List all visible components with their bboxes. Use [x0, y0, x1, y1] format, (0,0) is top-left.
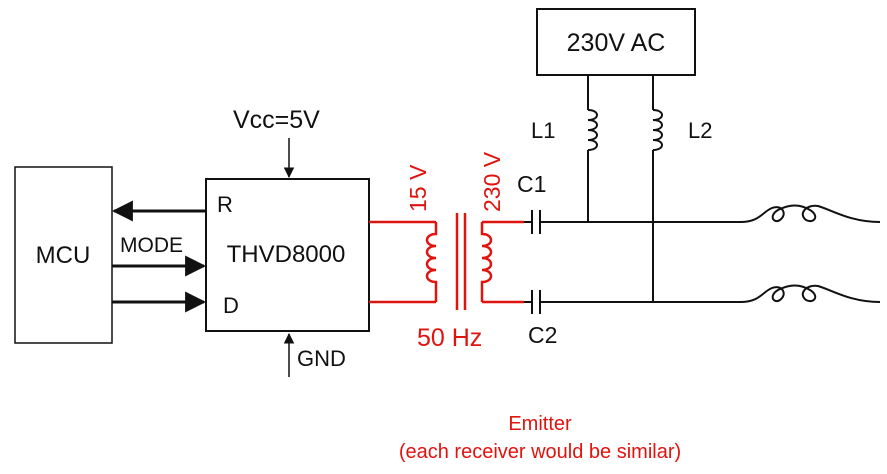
capacitor-c1: [524, 210, 740, 234]
mode-label: MODE: [120, 234, 183, 257]
power-line-lower: [739, 284, 881, 303]
inductor-l1: [587, 75, 598, 222]
inductor-l2: [652, 75, 663, 302]
pin-d-label: D: [223, 293, 239, 318]
pin-r-label: R: [217, 192, 233, 217]
capacitor-c1-label: C1: [517, 171, 546, 197]
frequency-label: 50 Hz: [417, 324, 482, 352]
ac-source-label: 230V AC: [567, 29, 666, 57]
ac-source-box: [536, 8, 696, 76]
capacitor-c2-label: C2: [528, 322, 557, 348]
inductor-l2-label: L2: [688, 118, 712, 143]
transformer: [369, 213, 524, 310]
power-line-upper: [739, 204, 881, 223]
mcu-label: MCU: [36, 242, 91, 269]
capacitor-c2: [524, 290, 740, 314]
gnd-label: GND: [297, 346, 346, 371]
thvd8000-box: [205, 178, 370, 332]
inductor-l1-label: L1: [531, 118, 555, 143]
caption-title: Emitter: [508, 413, 572, 435]
mcu-box: [14, 166, 113, 344]
vcc-label: Vcc=5V: [233, 106, 320, 134]
thvd8000-label: THVD8000: [227, 241, 346, 268]
caption-note: (each receiver would be similar): [399, 441, 681, 463]
secondary-voltage-label: 230 V: [479, 151, 505, 212]
primary-voltage-label: 15 V: [405, 164, 431, 212]
